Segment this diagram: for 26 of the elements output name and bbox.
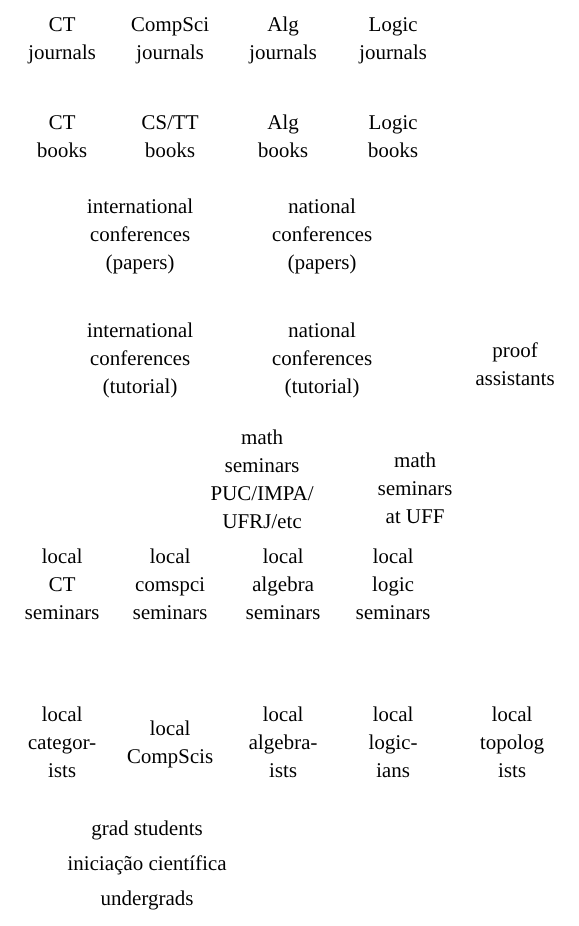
text-label: local logic- ians bbox=[368, 701, 418, 784]
text-label: local CT seminars bbox=[24, 543, 100, 626]
text-label: CS/TT books bbox=[141, 109, 199, 164]
text-label: Logic journals bbox=[359, 11, 427, 66]
text-label: iniciação científica bbox=[67, 850, 227, 877]
text-label: local logic seminars bbox=[356, 543, 430, 626]
text-label: CT journals bbox=[28, 11, 96, 66]
text-label: math seminars at UFF bbox=[378, 447, 452, 530]
text-label: national conferences (papers) bbox=[272, 193, 372, 276]
text-label: grad students bbox=[91, 815, 203, 842]
text-label: international conferences (papers) bbox=[86, 193, 194, 276]
text-label: Logic books bbox=[368, 109, 418, 164]
text-label: local comspci seminars bbox=[132, 543, 208, 626]
text-label: Alg books bbox=[258, 109, 308, 164]
text-label: local algebra seminars bbox=[246, 543, 320, 626]
text-label: CompSci journals bbox=[130, 11, 210, 66]
text-label: undergrads bbox=[100, 885, 194, 912]
text-label: national conferences (tutorial) bbox=[272, 317, 372, 400]
text-label: CT books bbox=[36, 109, 88, 164]
text-label: local topolog ists bbox=[480, 701, 544, 784]
text-label: Alg journals bbox=[249, 11, 317, 66]
text-label: international conferences (tutorial) bbox=[86, 317, 194, 400]
text-label: local CompScis bbox=[126, 715, 214, 770]
text-label: local algebra- ists bbox=[248, 701, 318, 784]
text-label: proof assistants bbox=[475, 337, 555, 392]
text-label: local categor- ists bbox=[28, 701, 96, 784]
